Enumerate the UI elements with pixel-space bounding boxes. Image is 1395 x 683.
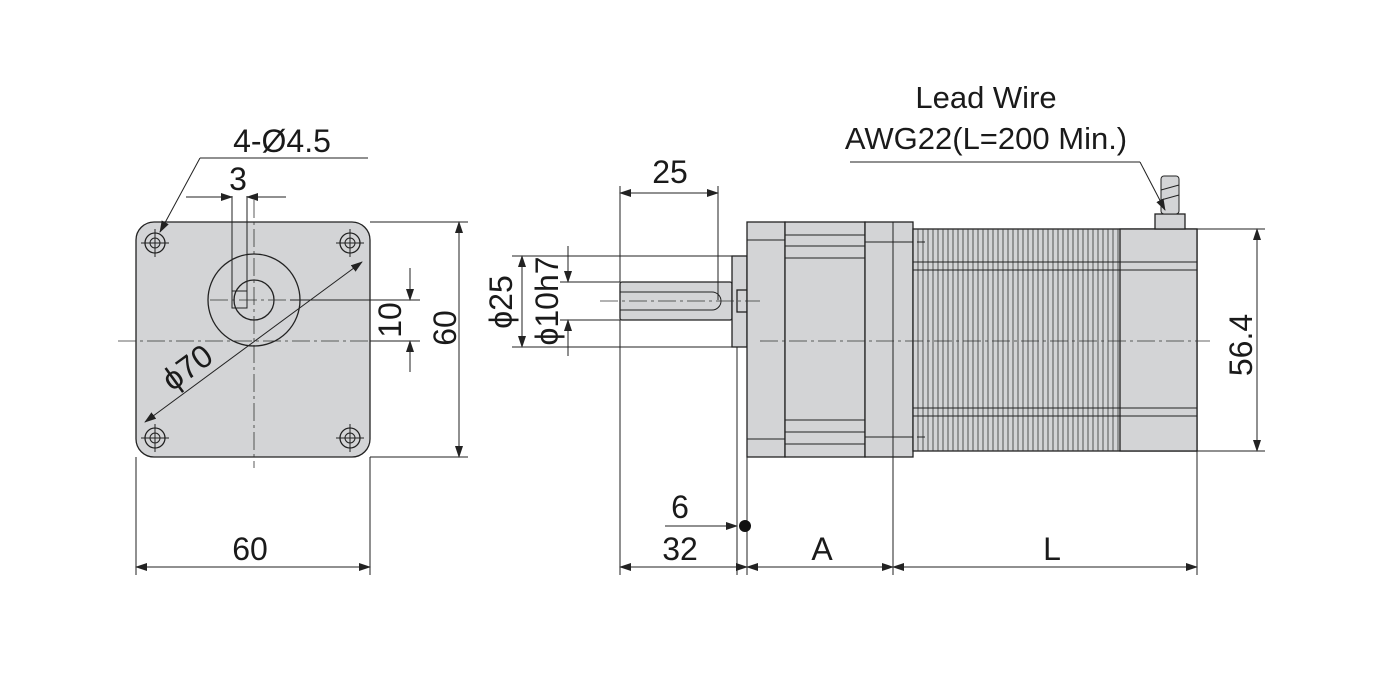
motor-end-cap xyxy=(1119,228,1198,452)
motor-fins xyxy=(917,229,1119,451)
gear-flange xyxy=(746,221,786,458)
flange-thickness-label: 6 xyxy=(671,489,689,525)
key-width-label: 3 xyxy=(229,161,247,197)
hole-callout-leader xyxy=(159,157,201,233)
lead-wire-leader xyxy=(1139,161,1166,211)
lead-wire-title: Lead Wire xyxy=(915,80,1056,115)
gear-end-plate xyxy=(864,221,914,458)
mounting-hole-tr xyxy=(336,229,364,257)
body-height-label: 56.4 xyxy=(1223,314,1259,376)
hole-callout-label: 4-Ø4.5 xyxy=(233,123,331,159)
lead-wire-grommet xyxy=(1154,213,1186,230)
mounting-hole-tl xyxy=(141,229,169,257)
pilot-dia-label: ϕ25 xyxy=(483,275,519,329)
flange-datum-dot xyxy=(739,520,751,532)
front-flange xyxy=(135,221,371,458)
gear-length-label: A xyxy=(811,531,833,567)
front-width-label: 60 xyxy=(232,531,268,567)
lead-wire-spec: AWG22(L=200 Min.) xyxy=(845,121,1127,156)
bolt-circle-dimension-line xyxy=(144,261,363,423)
mounting-hole-bl xyxy=(141,424,169,452)
keyway-depth-label: 10 xyxy=(372,302,408,338)
gear-body xyxy=(784,221,866,458)
shaft-extension-label: 32 xyxy=(662,531,698,567)
mounting-hole-br xyxy=(336,424,364,452)
side-view: Lead Wire AWG22(L=200 Min.) 25 ϕ25 ϕ10h7… xyxy=(483,80,1265,575)
front-height-label: 60 xyxy=(427,310,463,346)
front-view: 4-Ø4.5 3 ϕ70 10 60 60 xyxy=(118,123,468,575)
shaft-length-label: 25 xyxy=(652,154,688,190)
motor-length-label: L xyxy=(1043,531,1061,567)
shaft-dia-label: ϕ10h7 xyxy=(529,256,565,345)
gear-ribs xyxy=(785,234,865,445)
